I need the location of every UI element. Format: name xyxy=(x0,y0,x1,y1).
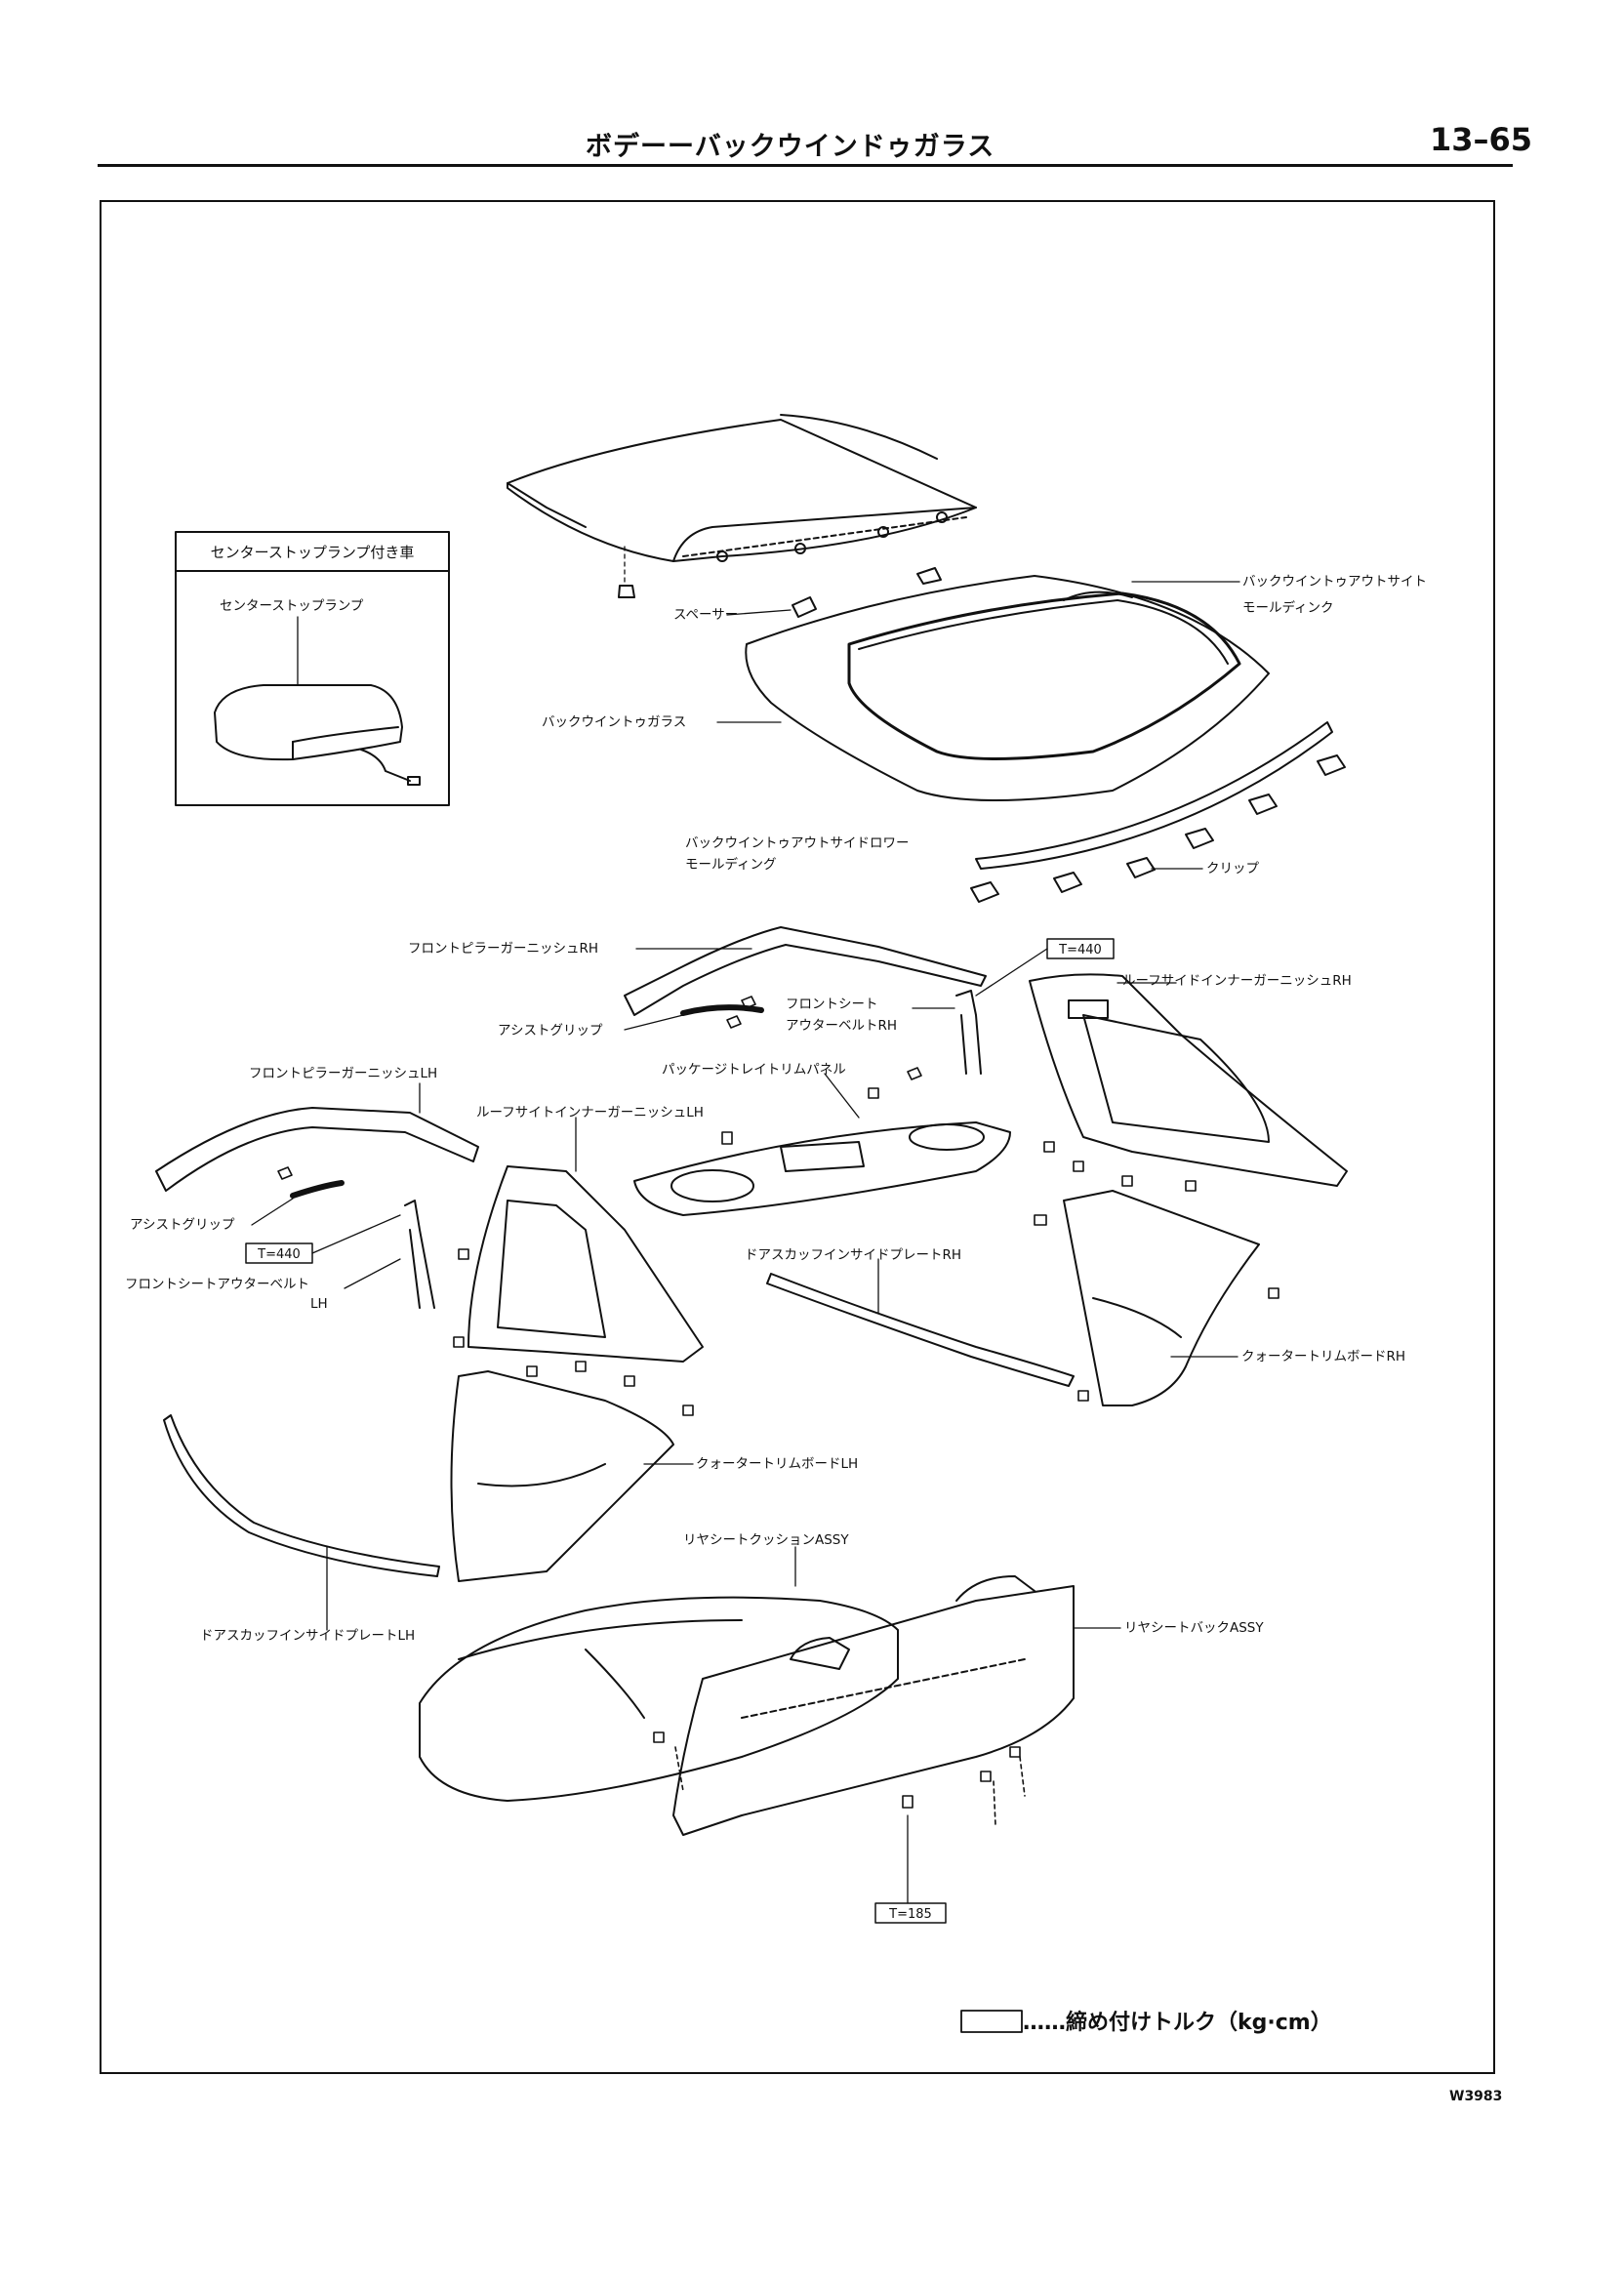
diagram-frame xyxy=(100,200,1495,2074)
label-roof-inner-lh: ルーフサイトインナーガーニッシュLH xyxy=(476,1105,704,1120)
label-spacer: スペーサー xyxy=(673,607,738,623)
label-package-tray: パッケージトレイトリムパネル xyxy=(662,1062,846,1078)
front-pillar-garnish-lh-drawing xyxy=(155,1107,479,1192)
package-tray-drawing xyxy=(633,1121,1011,1216)
rear-seatback-drawing xyxy=(672,1575,1075,1836)
legend-text: ……締め付けトルク（kg·cm） xyxy=(1023,2010,1332,2035)
label-front-pillar-lh: フロントピラーガーニッシュLH xyxy=(249,1066,437,1081)
label-lower-molding-2: モールディング xyxy=(685,856,777,873)
label-seatback: リヤシートバックASSY xyxy=(1124,1620,1264,1636)
label-front-pillar-rh: フロントピラーガーニッシュRH xyxy=(408,941,598,957)
roof-inner-garnish-lh-drawing xyxy=(467,1165,704,1363)
quarter-trim-lh-drawing xyxy=(450,1370,674,1582)
label-cushion: リヤシートクッションASSY xyxy=(683,1532,849,1548)
label-outside-molding-2: モールディンク xyxy=(1242,599,1334,616)
assist-grip-rh-drawing xyxy=(680,1004,764,1016)
page-title: ボデーーバックウインドゥガラス xyxy=(586,132,995,162)
svg-text:T=185: T=185 xyxy=(888,1907,932,1922)
torque-legend: ……締め付けトルク（kg·cm） xyxy=(960,2010,1332,2035)
label-clip: クリップ xyxy=(1206,861,1259,876)
label-assist-grip-1: アシストグリップ xyxy=(498,1023,603,1038)
label-assist-grip-2: アシストグリップ xyxy=(130,1217,235,1233)
door-scuff-lh-drawing xyxy=(163,1414,440,1577)
label-quarter-rh: クォータートリムボードRH xyxy=(1241,1349,1405,1364)
page-number: 13–65 xyxy=(1430,121,1533,158)
label-roof-inner-rh: ルーフサイドインナーガーニッシュRH xyxy=(1122,973,1352,989)
header-rule xyxy=(98,164,1513,167)
assist-grip-lh-drawing xyxy=(290,1180,345,1199)
fastener-drawings xyxy=(277,996,1279,1826)
label-front-belt-lh-1: フロントシートアウターベルト xyxy=(125,1277,309,1292)
roof-panel-drawing xyxy=(507,414,977,598)
front-belt-lh-drawing xyxy=(404,1200,435,1309)
door-scuff-rh-drawing xyxy=(766,1273,1075,1387)
torque-box-2: T=440 xyxy=(245,1214,401,1264)
label-center-stop-lamp: センターストップランプ xyxy=(220,598,364,614)
inset-title: センターストップランプ付き車 xyxy=(211,544,415,561)
label-lower-molding-1: バックウイントゥアウトサイドロワー xyxy=(685,835,910,851)
front-belt-rh-drawing xyxy=(955,990,982,1075)
svg-text:T=440: T=440 xyxy=(1058,943,1102,957)
inset-box: センターストップランプ付き車 センターストップランプ xyxy=(175,531,450,806)
clips-drawing xyxy=(970,754,1346,903)
label-back-glass: バックウイントゥガラス xyxy=(542,714,686,730)
lower-molding-drawing xyxy=(975,721,1333,870)
svg-text:T=440: T=440 xyxy=(257,1247,301,1262)
torque-box-3: T=185 xyxy=(874,1814,947,1924)
label-scuff-rh: ドアスカッフインサイドプレートRH xyxy=(745,1247,961,1263)
rear-seat-cushion-drawing xyxy=(419,1596,899,1802)
back-window-glass-drawing xyxy=(745,575,1270,801)
roof-inner-garnish-rh-drawing xyxy=(1029,973,1348,1187)
spacer-drawing xyxy=(726,567,942,618)
quarter-trim-rh-drawing xyxy=(1063,1190,1260,1406)
figure-code: W3983 xyxy=(1449,2089,1503,2104)
label-outside-molding-1: バックウイントゥアウトサイト xyxy=(1242,574,1427,590)
torque-box-1: T=440 xyxy=(975,938,1115,997)
label-scuff-lh: ドアスカッフインサイドプレートLH xyxy=(200,1628,415,1644)
center-stop-lamp-drawing xyxy=(214,684,421,786)
label-quarter-lh: クォータートリムボードLH xyxy=(696,1456,858,1472)
label-front-belt-rh-1: フロントシート xyxy=(786,997,878,1012)
label-front-belt-rh-2: アウターベルトRH xyxy=(786,1018,897,1034)
label-front-belt-lh-2: LH xyxy=(310,1296,328,1312)
